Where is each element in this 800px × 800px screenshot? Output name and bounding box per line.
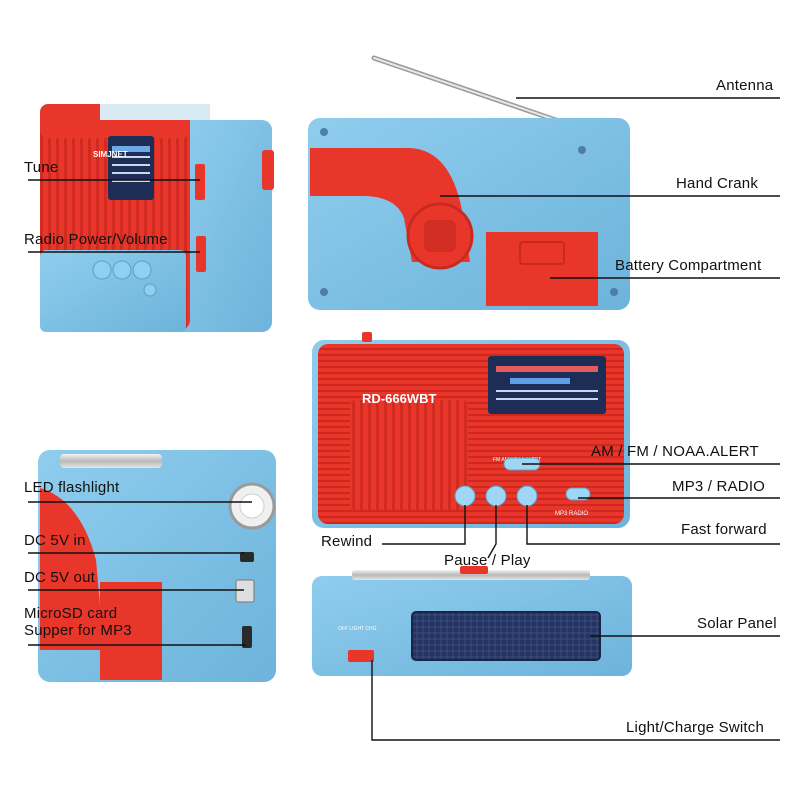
fast-forward-line (526, 505, 780, 545)
pause-play-label: Pause / Play (444, 552, 531, 569)
tune-knob (195, 164, 205, 200)
am-fm-noaa-alert-label: AM / FM / NOAA.ALERT (591, 443, 759, 460)
rewind-line (382, 505, 466, 545)
battery-compartment-cover (486, 232, 598, 306)
brand-mark: SIMJNET (93, 150, 128, 159)
side-switch-print: OFF LIGHT CHG (338, 626, 377, 632)
radio-power-volume-label: Radio Power/Volume (24, 231, 168, 248)
back-view (308, 55, 630, 310)
dc-in-port (240, 552, 254, 562)
front-angled-view: SIMJNET (40, 104, 274, 332)
front-view: RD-666WBT FM AM NOAA ALERT MP3 RADIO (312, 332, 630, 528)
dc-5v-in-label: DC 5V in (24, 532, 86, 549)
model-label: RD-666WBT (362, 391, 436, 406)
mp3-radio-print: MP3 RADIO (555, 511, 588, 517)
microsd-slot (242, 626, 252, 648)
pause-play-button (485, 485, 507, 507)
tuning-dial-display (488, 356, 606, 414)
side-view (38, 450, 276, 682)
rewind-label: Rewind (321, 533, 373, 550)
light-charge-switch-label: Light/Charge Switch (626, 719, 765, 736)
fast-forward-label: Fast forward (681, 521, 767, 538)
dc-5v-out-label: DC 5V out (24, 569, 95, 586)
top-view: OFF LIGHT CHG (312, 566, 632, 676)
tune-label: Tune (24, 159, 59, 176)
pause-play-line (487, 505, 497, 559)
light-charge-switch (348, 650, 374, 662)
volume-knob (196, 236, 206, 272)
radio-display (108, 136, 154, 200)
solar-panel-label: Solar Panel (697, 615, 777, 632)
mp3-radio-label: MP3 / RADIO (672, 478, 766, 495)
led-flashlight-label: LED flashlight (24, 479, 120, 496)
microsd-support-label: Supper for MP3 (24, 622, 132, 639)
mp3-radio-switch (565, 487, 591, 501)
fast-forward-button (516, 485, 538, 507)
battery-compartment-label: Battery Compartment (615, 257, 762, 274)
hand-crank-label: Hand Crank (676, 175, 759, 192)
leader-lines (28, 97, 780, 741)
microsd-card-label: MicroSD card (24, 605, 118, 622)
usb-out-port (235, 579, 255, 603)
antenna-label: Antenna (716, 77, 774, 94)
solar-panel (411, 611, 601, 661)
light-switch-line (371, 660, 780, 741)
rewind-button (454, 485, 476, 507)
